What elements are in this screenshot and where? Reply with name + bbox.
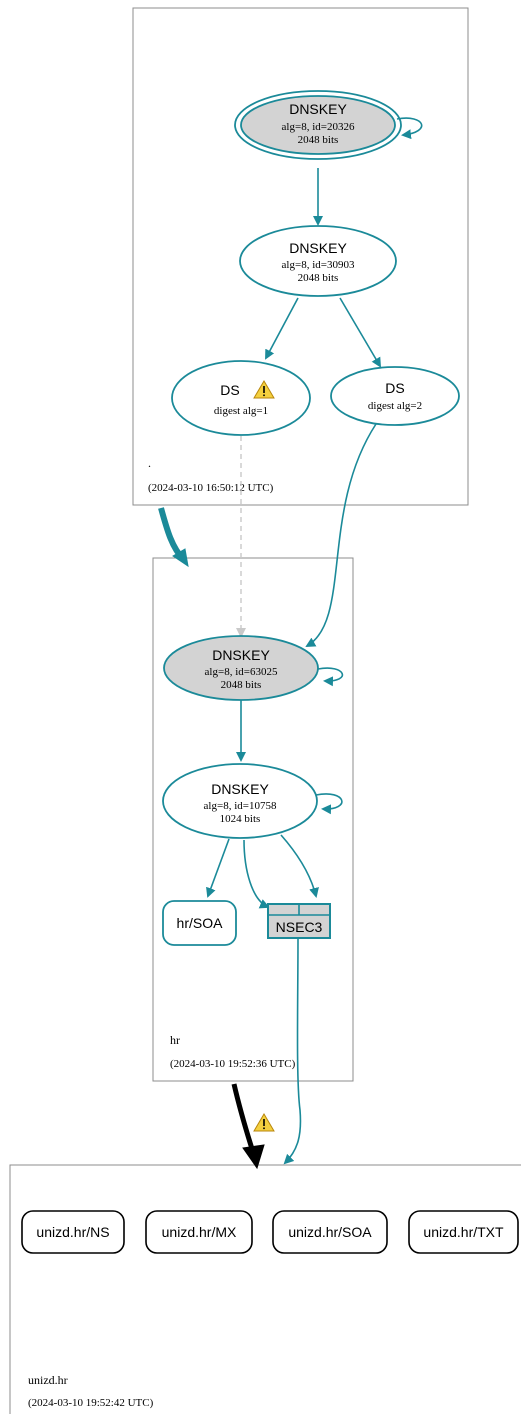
node-root-zsk-line2: 2048 bits — [298, 272, 339, 284]
edge-hr-zsk-to-soa — [206, 838, 230, 898]
zone-unizd-name: unizd.hr — [28, 1373, 68, 1387]
node-root-ds1-line1: digest alg=1 — [214, 405, 268, 417]
node-hr-zsk[interactable]: DNSKEY alg=8, id=10758 1024 bits — [162, 763, 318, 839]
delegation-warning-icon — [253, 1113, 275, 1132]
edge-hr-zsk-to-nsec3-a — [243, 839, 270, 909]
zone-root-name: . — [148, 456, 151, 470]
node-unizd-mx-shape — [145, 1210, 253, 1254]
node-root-zsk-title: DNSKEY — [289, 240, 347, 256]
edge-nsec3-to-unizd — [283, 937, 302, 1165]
zone-root-border — [132, 7, 469, 506]
edge-hr-ksk-self — [317, 667, 344, 687]
node-root-ksk-title: DNSKEY — [289, 101, 347, 117]
edge-ds2-to-hr-ksk — [305, 423, 377, 648]
node-hr-soa[interactable]: hr/SOA — [162, 900, 237, 946]
edges — [158, 117, 423, 1170]
zone-unizd: unizd.hr (2024-03-10 19:52:42 UTC) — [9, 1164, 521, 1414]
node-root-ds1-warning-icon — [253, 380, 275, 399]
zone-hr-border — [152, 557, 354, 1082]
node-unizd-txt-shape — [408, 1210, 519, 1254]
edge-hr-zsk-self — [315, 793, 343, 815]
node-root-ksk-line2: 2048 bits — [298, 134, 339, 146]
node-hr-ksk-line1: alg=8, id=63025 — [205, 666, 278, 678]
node-unizd-ns-shape — [21, 1210, 125, 1254]
edge-hr-zsk-to-nsec3-b — [280, 834, 319, 898]
node-hr-ksk-shape — [163, 635, 319, 701]
node-hr-nsec3[interactable]: NSEC3 — [267, 903, 331, 939]
node-root-zsk-line1: alg=8, id=30903 — [282, 259, 355, 271]
node-hr-zsk-line2: 1024 bits — [220, 813, 261, 825]
zone-unizd-timestamp: (2024-03-10 19:52:42 UTC) — [28, 1397, 154, 1409]
zone-hr-name: hr — [170, 1033, 180, 1047]
node-unizd-soa-shape — [272, 1210, 388, 1254]
node-hr-ksk[interactable]: DNSKEY alg=8, id=63025 2048 bits — [163, 635, 319, 701]
node-unizd-mx-label: unizd.hr/MX — [162, 1224, 237, 1240]
node-hr-ksk-line2: 2048 bits — [221, 679, 262, 691]
node-root-ds2[interactable]: DS digest alg=2 — [330, 366, 460, 426]
node-unizd-txt-label: unizd.hr/TXT — [423, 1224, 504, 1240]
edge-hr-to-unizd-delegation — [231, 1083, 256, 1153]
node-root-zsk-shape — [239, 225, 397, 297]
node-root-ksk-outer — [234, 90, 402, 160]
node-unizd-soa-label: unizd.hr/SOA — [288, 1224, 372, 1240]
node-hr-zsk-line1: alg=8, id=10758 — [204, 800, 277, 812]
node-unizd-txt[interactable]: unizd.hr/TXT — [408, 1210, 519, 1254]
node-unizd-soa[interactable]: unizd.hr/SOA — [272, 1210, 388, 1254]
node-unizd-ns-label: unizd.hr/NS — [36, 1224, 109, 1240]
edge-root-zsk-to-ds1 — [265, 297, 299, 360]
node-root-ds2-title: DS — [385, 380, 404, 396]
edge-root-zsk-to-ds2 — [339, 297, 382, 368]
node-hr-zsk-title: DNSKEY — [211, 781, 269, 797]
edge-root-ksk-self — [396, 117, 423, 140]
edge-root-to-hr-delegation-head — [172, 548, 189, 568]
node-hr-zsk-shape — [162, 763, 318, 839]
node-root-ksk[interactable]: DNSKEY alg=8, id=20326 2048 bits — [234, 90, 402, 160]
node-unizd-mx[interactable]: unizd.hr/MX — [145, 1210, 253, 1254]
node-hr-soa-shape — [162, 900, 237, 946]
node-root-ds1[interactable]: DS digest alg=1 — [171, 360, 311, 436]
zone-root-timestamp: (2024-03-10 16:50:12 UTC) — [148, 482, 274, 494]
node-unizd-ns[interactable]: unizd.hr/NS — [21, 1210, 125, 1254]
zone-unizd-border — [9, 1164, 521, 1414]
node-root-ds2-shape — [330, 366, 460, 426]
zone-hr-timestamp: (2024-03-10 19:52:36 UTC) — [170, 1058, 296, 1070]
node-root-ds2-line1: digest alg=2 — [368, 400, 422, 412]
node-root-ksk-shape — [240, 95, 396, 155]
node-hr-ksk-title: DNSKEY — [212, 647, 270, 663]
zone-root: . (2024-03-10 16:50:12 UTC) — [132, 7, 469, 506]
edge-hr-to-unizd-delegation-head — [242, 1144, 265, 1170]
node-root-ksk-line1: alg=8, id=20326 — [282, 121, 355, 133]
node-root-ds1-title: DS — [220, 382, 239, 398]
node-hr-nsec3-label: NSEC3 — [276, 919, 323, 935]
node-root-zsk[interactable]: DNSKEY alg=8, id=30903 2048 bits — [239, 225, 397, 297]
node-hr-soa-label: hr/SOA — [177, 915, 224, 931]
node-root-ds1-shape — [171, 360, 311, 436]
zone-hr: hr (2024-03-10 19:52:36 UTC) — [152, 557, 354, 1082]
